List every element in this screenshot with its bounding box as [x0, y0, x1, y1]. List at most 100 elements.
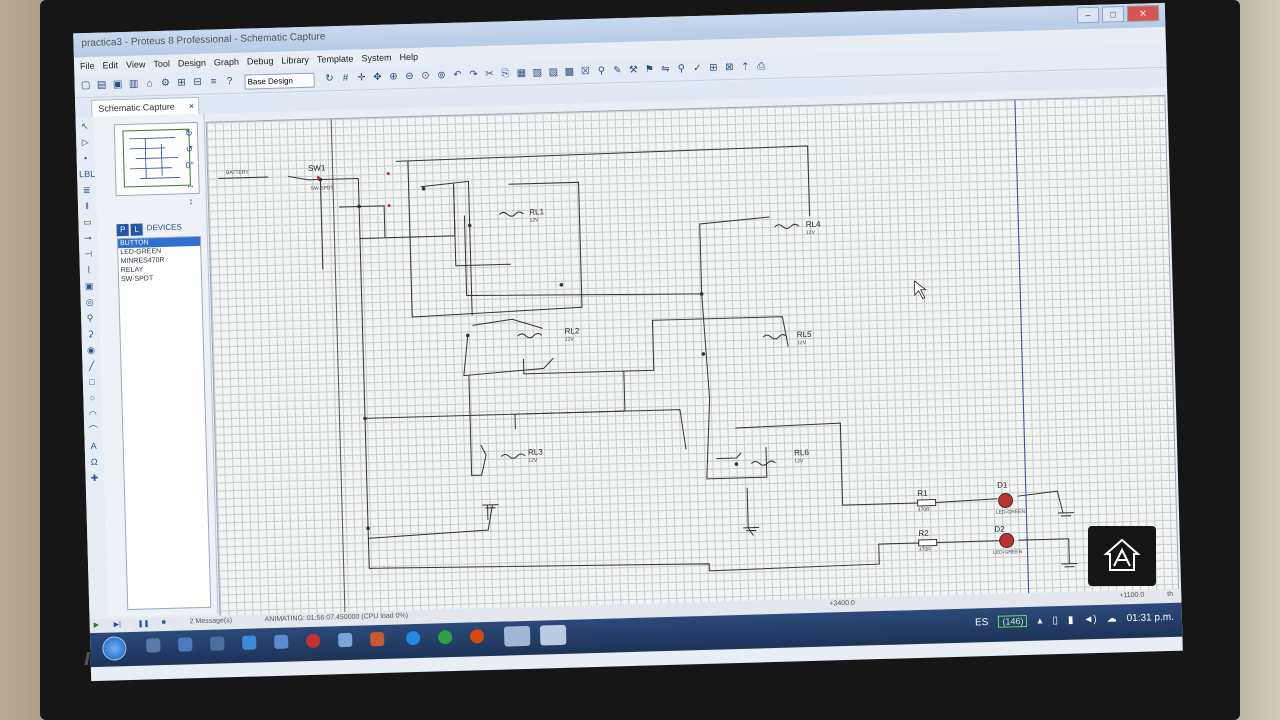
- menu-help[interactable]: Help: [399, 51, 419, 63]
- language-indicator[interactable]: ES: [974, 616, 989, 628]
- wire-autorouter-icon[interactable]: ⇋: [661, 63, 670, 75]
- pan-icon[interactable]: ✥: [373, 71, 382, 84]
- cut-icon[interactable]: ✂: [485, 68, 494, 80]
- selection-mode-icon[interactable]: ↖: [80, 120, 89, 132]
- pcb-icon[interactable]: ⊟: [193, 76, 202, 89]
- redo-icon[interactable]: ↷: [469, 69, 478, 81]
- voltage-probe-icon[interactable]: ⚲: [86, 312, 94, 324]
- undo-icon[interactable]: ↶: [453, 69, 462, 81]
- schematic-icon[interactable]: ⊞: [177, 77, 186, 89]
- refresh-icon[interactable]: ↻: [325, 73, 334, 85]
- component-mode-icon[interactable]: ▷: [81, 136, 89, 148]
- menu-view[interactable]: View: [125, 59, 146, 70]
- tab-close-icon[interactable]: ×: [188, 101, 195, 112]
- start-button[interactable]: [102, 636, 127, 661]
- home-icon[interactable]: ⌂: [146, 78, 153, 90]
- device-list-item[interactable]: SW-SPDT: [120, 275, 154, 284]
- line-icon[interactable]: ╱: [88, 360, 95, 372]
- menu-edit[interactable]: Edit: [102, 60, 119, 71]
- rotate-cw-icon[interactable]: ↻: [185, 128, 193, 139]
- wire-label-icon[interactable]: LBL: [78, 168, 96, 180]
- taskbar-app-icon[interactable]: [242, 635, 257, 650]
- terminal-icon[interactable]: ⊸: [83, 232, 92, 244]
- circle-icon[interactable]: ○: [89, 392, 96, 404]
- path-icon[interactable]: ⌒: [88, 424, 98, 436]
- graph-icon[interactable]: ⌇: [86, 264, 92, 276]
- menu-system[interactable]: System: [361, 52, 392, 64]
- zoom-all-icon[interactable]: ⊙: [421, 70, 430, 82]
- device-pin-icon[interactable]: ⊣: [84, 248, 93, 260]
- virtual-instrument-icon[interactable]: ◉: [86, 344, 96, 356]
- chevron-up-icon[interactable]: ▴: [1037, 615, 1043, 627]
- marker-icon[interactable]: ✚: [90, 472, 99, 484]
- mirror-vertical-icon[interactable]: ↕: [188, 196, 194, 207]
- bom-icon[interactable]: ≡: [210, 76, 217, 88]
- current-probe-icon[interactable]: ⚳: [87, 328, 95, 340]
- tape-recorder-icon[interactable]: ▣: [84, 280, 94, 292]
- package-tool-icon[interactable]: ⚒: [628, 64, 639, 76]
- network-icon[interactable]: ▮: [1067, 614, 1074, 626]
- menu-design[interactable]: Design: [177, 57, 207, 69]
- overview-window[interactable]: [113, 121, 200, 197]
- decompose-icon[interactable]: ⚑: [644, 64, 655, 76]
- usb-icon[interactable]: ▯: [1052, 614, 1059, 626]
- make-device-icon[interactable]: ✎: [613, 65, 622, 77]
- origin-icon[interactable]: ✛: [357, 72, 366, 84]
- mirror-horizontal-icon[interactable]: ↔: [185, 180, 196, 191]
- menu-template[interactable]: Template: [316, 53, 354, 65]
- new-file-icon[interactable]: ▢: [80, 79, 91, 92]
- firefox-browser-icon[interactable]: [469, 629, 485, 644]
- chrome-browser-icon[interactable]: [437, 630, 453, 645]
- zoom-area-icon[interactable]: ⊚: [437, 69, 446, 82]
- junction-dot-icon[interactable]: •: [83, 153, 88, 164]
- gear-icon[interactable]: ⚙: [160, 77, 171, 89]
- volume-icon[interactable]: ◄): [1083, 613, 1097, 625]
- edge-browser-icon[interactable]: [405, 630, 421, 646]
- pause-button[interactable]: ❚❚: [137, 620, 150, 628]
- schematic-canvas[interactable]: SW1 SW-SPDT BATTERY RL1 12V RL2 12V RL3 …: [205, 94, 1180, 618]
- play-button[interactable]: ▶: [93, 621, 100, 630]
- taskbar-app-icon[interactable]: [370, 631, 385, 647]
- stop-button[interactable]: ■: [161, 619, 166, 627]
- text-icon[interactable]: A: [90, 440, 97, 452]
- open-folder-icon[interactable]: ▤: [96, 79, 107, 91]
- zoom-out-icon[interactable]: ⊖: [405, 70, 414, 83]
- pick-device-icon[interactable]: ⚲: [597, 65, 606, 77]
- grid-icon[interactable]: #: [342, 72, 349, 84]
- taskbar-app-icon[interactable]: [146, 638, 161, 653]
- block-delete-icon[interactable]: ☒: [580, 65, 591, 78]
- property-tool-icon[interactable]: ✓: [693, 62, 702, 75]
- clock[interactable]: 01:31 p.m.: [1126, 611, 1175, 624]
- netlist-icon[interactable]: ⎙: [757, 61, 766, 73]
- save-icon[interactable]: ▣: [112, 79, 123, 91]
- menu-tool[interactable]: Tool: [153, 58, 171, 70]
- paste-icon[interactable]: ▦: [516, 67, 527, 80]
- maximize-button[interactable]: □: [1101, 6, 1125, 23]
- menu-library[interactable]: Library: [281, 54, 310, 66]
- menu-file[interactable]: File: [79, 60, 95, 72]
- message-count[interactable]: 2 Message(s): [189, 617, 233, 626]
- block-move-icon[interactable]: ▨: [548, 66, 559, 79]
- taskbar-app-icon[interactable]: [178, 637, 193, 652]
- remove-sheet-icon[interactable]: ⊠: [725, 61, 734, 74]
- step-button[interactable]: ▶|: [113, 621, 121, 629]
- menu-graph[interactable]: Graph: [213, 56, 240, 68]
- subcircuit-icon[interactable]: ▭: [83, 216, 92, 228]
- taskbar-proteus-icon[interactable]: [503, 625, 531, 647]
- taskbar-app-icon[interactable]: [274, 634, 289, 649]
- rotate-ccw-icon[interactable]: ↺: [185, 144, 194, 155]
- taskbar-app-icon[interactable]: [306, 633, 321, 649]
- pick-device-button[interactable]: P: [116, 223, 129, 237]
- box-icon[interactable]: □: [89, 376, 95, 388]
- menu-debug[interactable]: Debug: [246, 55, 274, 67]
- design-select[interactable]: Base Design: [244, 72, 315, 90]
- taskbar-app-icon[interactable]: [210, 636, 225, 651]
- text-script-icon[interactable]: ≣: [82, 184, 91, 196]
- copy-icon[interactable]: ⎘: [501, 68, 510, 80]
- bus-icon[interactable]: ‖: [84, 201, 89, 212]
- taskbar-active-window-icon[interactable]: [539, 624, 567, 646]
- taskbar-app-icon[interactable]: [338, 632, 353, 648]
- battery-indicator[interactable]: (146): [998, 614, 1028, 628]
- library-manager-button[interactable]: L: [130, 223, 143, 236]
- print-icon[interactable]: ▥: [128, 78, 139, 90]
